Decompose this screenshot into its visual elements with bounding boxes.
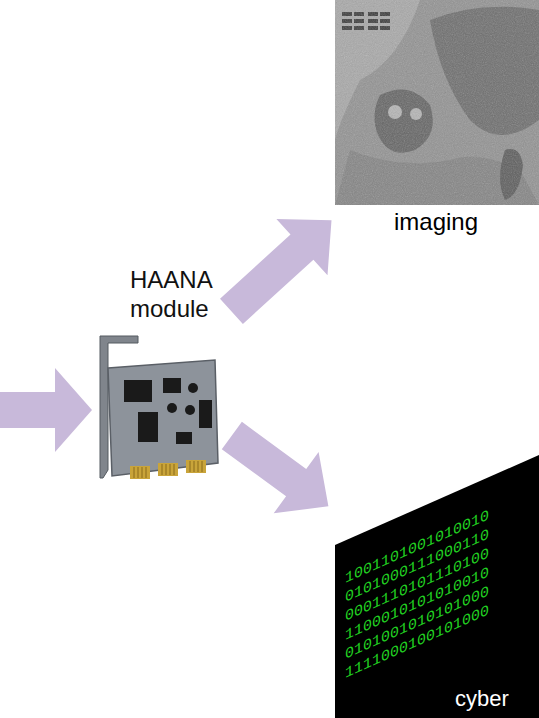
pci-card	[100, 336, 218, 479]
binary-stream: 1001101001010010010100011100011000011101…	[345, 506, 489, 684]
block-arrow	[222, 422, 329, 514]
cyber-node: 1001101001010010010100011100011000011101…	[330, 450, 539, 718]
haana-node: HAANA module	[85, 265, 227, 495]
panel-caption: cyber	[455, 686, 509, 712]
imaging-picture	[335, 0, 539, 205]
input-arrow	[0, 368, 92, 452]
cyber-panel	[335, 455, 539, 718]
module-label: HAANA module	[130, 265, 225, 323]
imaging-node: imaging	[333, 0, 539, 250]
image-caption: imaging	[333, 208, 539, 236]
block-arrow	[220, 219, 332, 324]
